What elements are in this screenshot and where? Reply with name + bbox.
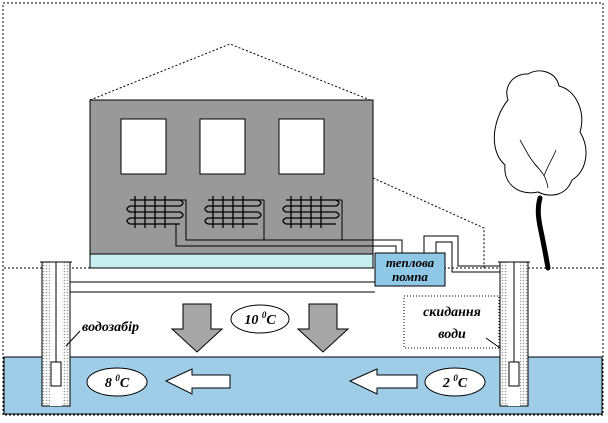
- intake-leader: [65, 330, 81, 347]
- outer-frame: [2, 2, 604, 416]
- discharge-label-line2: води: [438, 327, 466, 342]
- tree-icon: [493, 70, 587, 271]
- ground-temperature-badge: [230, 304, 290, 334]
- heat-flow-down-arrow: [296, 303, 350, 353]
- water-temperature-right-badge: [424, 367, 486, 397]
- intake-well: [40, 261, 72, 407]
- water-temperature-left: 8 0C: [105, 373, 130, 391]
- ground-temperature: 10 0C: [244, 310, 276, 328]
- window: [278, 118, 325, 175]
- water-temperature-right: 2 0C: [442, 373, 468, 391]
- discharge-well: [498, 261, 530, 407]
- window: [199, 118, 246, 175]
- house-roof: [89, 43, 371, 101]
- discharge-label-box: [403, 295, 500, 349]
- house-foundation: [89, 253, 374, 269]
- radiator: [204, 196, 262, 228]
- heating-pipes: [175, 199, 403, 254]
- water-temperature-left-badge: [86, 367, 148, 397]
- radiator: [126, 196, 184, 228]
- water-flow-left-arrow: [164, 368, 231, 395]
- heat-pump-box: [374, 252, 446, 287]
- extension-roof: [372, 177, 485, 268]
- heat-pump-label-line1: теплова: [386, 255, 435, 270]
- discharge-leader: [485, 337, 501, 349]
- window: [120, 118, 167, 175]
- water-flow-left-arrow: [348, 368, 418, 395]
- discharge-label-line1: скидання: [423, 305, 481, 320]
- radiator: [282, 196, 340, 228]
- heat-pump-label-line2: помпа: [392, 269, 428, 284]
- heat-flow-down-arrow: [170, 303, 224, 353]
- intake-label: водозабір: [82, 320, 139, 335]
